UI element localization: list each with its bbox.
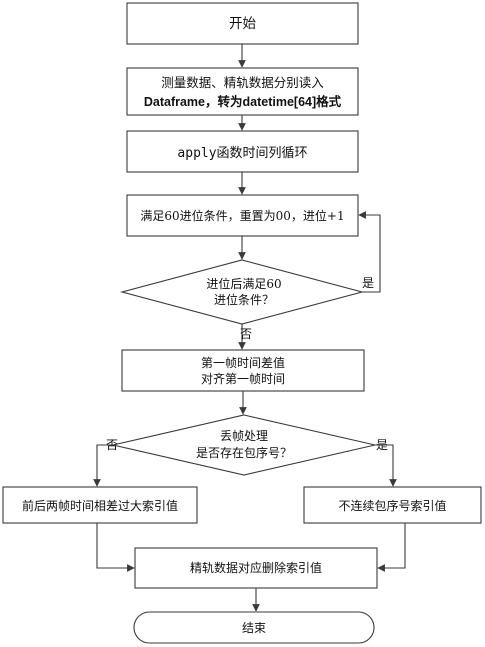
drop-yes-label: 是 <box>376 438 388 452</box>
align-label-line2: 对齐第一帧时间 <box>201 371 285 386</box>
read-data-node: 测量数据、精轨数据分别读入 Dataframe，转为datetime[64]格式 <box>126 67 359 116</box>
end-node: 结束 <box>133 611 375 644</box>
carry-node: 满足60进位条件，重置为00，进位+1 <box>126 194 359 237</box>
right-process-node: 不连续包序号索引值 <box>303 486 482 524</box>
carry-check-decision: 进位后满足60 进位条件？ <box>119 259 365 325</box>
arrow-drop-yes-to-right <box>375 444 397 487</box>
align-label-line1: 第一帧时间差值 <box>201 355 285 370</box>
drop-no-label: 否 <box>106 438 118 452</box>
apply-loop-node: apply函数时间列循环 <box>126 130 359 173</box>
carry-yes-label: 是 <box>362 276 374 290</box>
arrow-right-to-merge <box>377 523 406 572</box>
read-data-label-line1: 测量数据、精轨数据分别读入 <box>161 75 324 90</box>
left-process-node: 前后两帧时间相差过大索引值 <box>2 486 198 524</box>
carry-check-label-line2: 进位条件？ <box>214 292 274 307</box>
arrow-drop-no-to-left <box>93 444 113 487</box>
merge-label: 精轨数据对应删除索引值 <box>190 560 322 575</box>
read-data-label-line2: Dataframe，转为datetime[64]格式 <box>144 94 342 109</box>
arrow-check-yes-loop <box>358 211 381 293</box>
apply-loop-label: apply函数时间列循环 <box>177 146 307 161</box>
drop-check-label-line2: 是否存在包序号？ <box>196 445 292 460</box>
start-node: 开始 <box>126 2 359 45</box>
start-label: 开始 <box>229 16 256 32</box>
carry-check-label-line1: 进位后满足60 <box>206 276 281 291</box>
drop-check-decision: 丢帧处理 是否存在包序号？ <box>112 414 376 476</box>
carry-label: 满足60进位条件，重置为00，进位+1 <box>140 208 344 223</box>
arrow-left-to-merge <box>96 523 135 572</box>
carry-no-label: 否 <box>240 327 252 341</box>
merge-node: 精轨数据对应删除索引值 <box>134 547 378 589</box>
end-label: 结束 <box>242 621 266 635</box>
left-process-label: 前后两帧时间相差过大索引值 <box>22 498 178 513</box>
right-process-label: 不连续包序号索引值 <box>338 498 446 513</box>
align-node: 第一帧时间差值 对齐第一帧时间 <box>121 349 365 392</box>
drop-check-label-line1: 丢帧处理 <box>220 429 268 443</box>
